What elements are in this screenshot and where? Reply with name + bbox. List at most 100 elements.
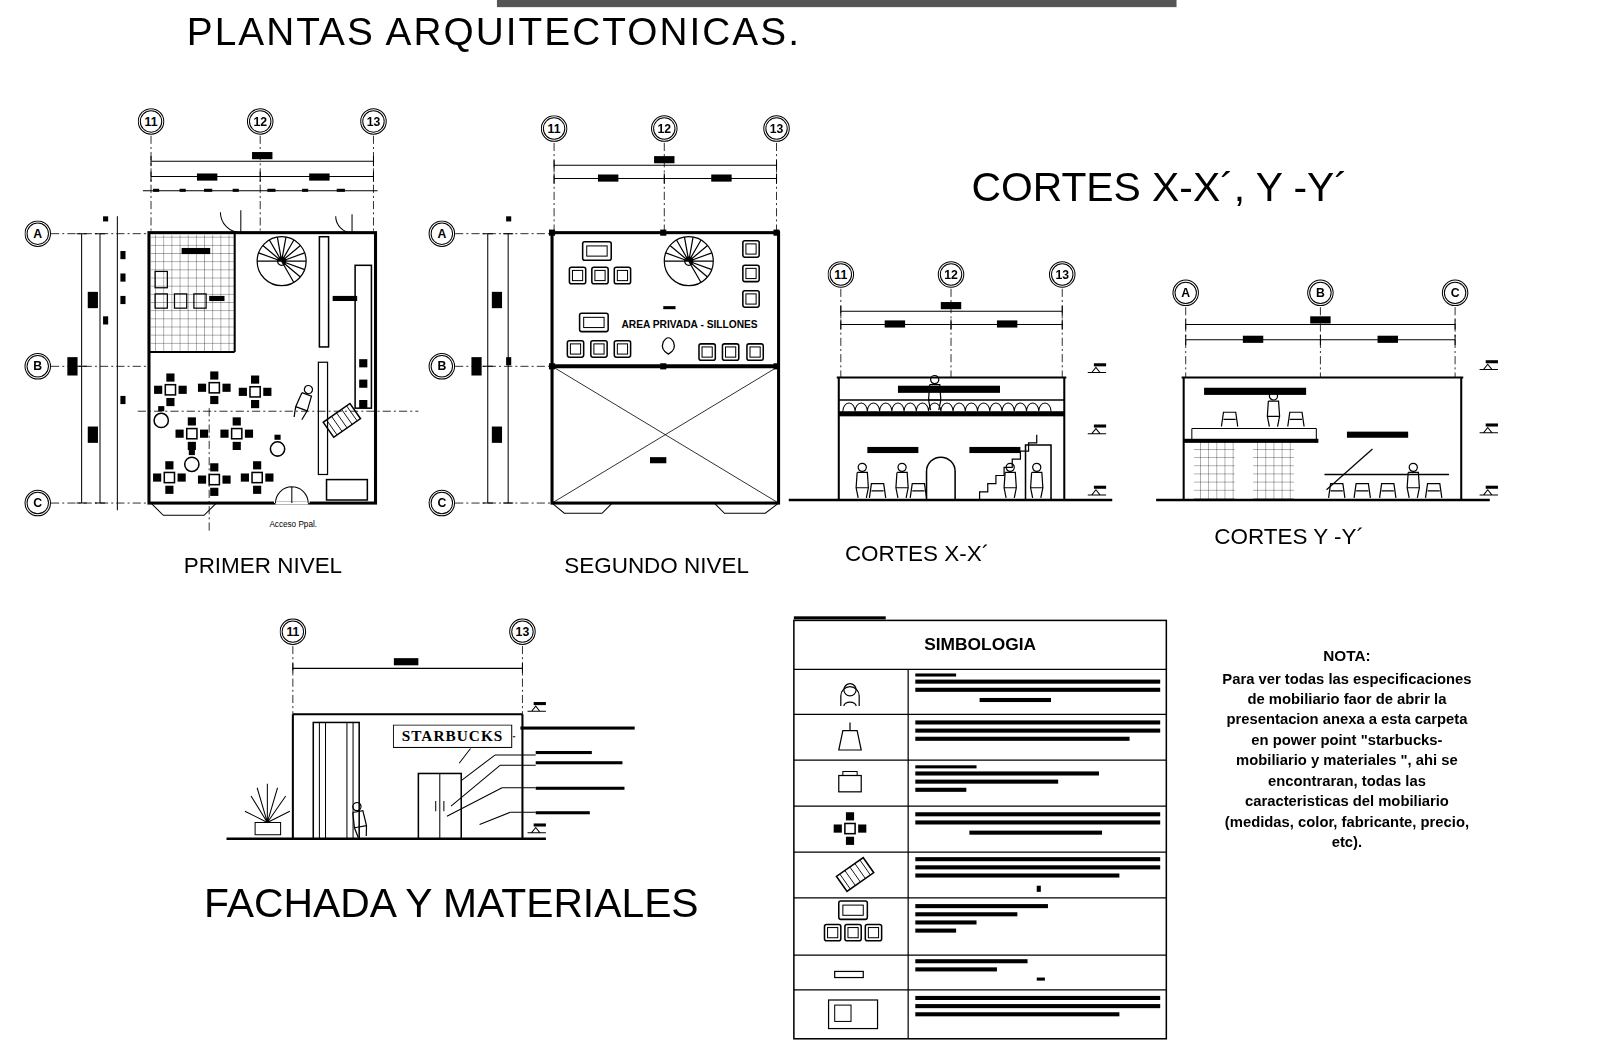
drawing-rect [969, 447, 1020, 453]
drawing-use [722, 344, 738, 360]
drawing-path [1186, 307, 1455, 377]
drawing-path [839, 399, 1065, 401]
drawing-rect [194, 294, 206, 308]
grid-bubble: 13 [509, 618, 536, 645]
drawing-use [1407, 463, 1419, 498]
table-title: SIMBOLOGIA [924, 635, 1036, 655]
drawing-rect [654, 156, 674, 163]
drawing-rect [67, 357, 77, 375]
drawing-use [292, 384, 315, 421]
drawing-use [839, 901, 868, 919]
drawing-use [154, 373, 187, 406]
drawing-path [841, 306, 1062, 329]
grid-label: B [437, 359, 446, 373]
drawing-g [789, 289, 1112, 500]
drawing-use [743, 291, 759, 307]
drawing-rect [319, 237, 328, 347]
drawing-use [1088, 424, 1106, 433]
drawing-rect [204, 189, 212, 192]
drawing-rect [153, 189, 159, 192]
drawing-rect [915, 904, 1048, 908]
drawing-rect [915, 680, 1160, 684]
drawing-use [198, 463, 231, 496]
drawing-rect [267, 189, 275, 192]
grid-bubble: 11 [541, 115, 568, 142]
drawing-rect [252, 152, 272, 159]
drawing-use [1354, 484, 1370, 498]
drawing-path [143, 156, 378, 191]
grid-bubble: 12 [247, 108, 274, 135]
drawing-rect [915, 959, 1027, 963]
drawing-path [1026, 445, 1052, 500]
drawing-rect [980, 698, 1051, 702]
drawing-use [614, 267, 630, 283]
drawing-rect [915, 765, 976, 768]
drawing-path [276, 487, 309, 503]
drawing-rect [1037, 978, 1045, 981]
drawing-g [51, 136, 418, 531]
drawing-path [327, 406, 358, 435]
drawing-rect [794, 620, 1166, 1038]
section-caption: CORTES X-X´ [845, 541, 989, 567]
grid-bubble: B [1307, 280, 1334, 307]
drawing-rect [915, 929, 956, 933]
drawing-rect [867, 447, 918, 453]
drawing-use [1267, 392, 1279, 427]
drawing-rect [155, 271, 167, 287]
drawing-g [471, 156, 779, 463]
plan-caption: SEGUNDO NIVEL [564, 553, 749, 579]
drawing-use [350, 802, 368, 838]
grid-label: 11 [834, 267, 847, 281]
drawing-use [592, 267, 608, 283]
drawing-rect [359, 359, 367, 367]
drawing-g [662, 338, 674, 354]
grid-bubble: 13 [360, 108, 387, 135]
grid-bubble: A [1172, 280, 1199, 307]
grid-label: A [1181, 286, 1190, 300]
drawing-path [483, 234, 514, 503]
drawing-g [323, 404, 360, 438]
drawing-rect [660, 230, 666, 236]
drawing-use [664, 237, 713, 286]
section-caption: CORTES Y -Y´ [1214, 523, 1364, 549]
drawing-rect [233, 189, 239, 192]
drawing-rect [120, 296, 125, 304]
drawing-rect [1243, 336, 1263, 343]
grid-label: 11 [548, 121, 561, 135]
drawing-g [394, 658, 635, 814]
drawing-rect [323, 404, 360, 438]
drawing-rect [155, 294, 167, 308]
drawing-g [1204, 316, 1408, 437]
drawing-rect [355, 265, 371, 408]
grid-label: C [1451, 286, 1460, 300]
drawing-path [276, 487, 309, 503]
drawing-rect [898, 386, 1000, 393]
drawing-path [662, 338, 674, 354]
drawing-use [865, 924, 881, 940]
drawing-use [1088, 486, 1106, 495]
drawing-path [839, 722, 861, 750]
drawing-path [293, 714, 523, 838]
drawing-path [455, 143, 776, 503]
drawing-rect [536, 751, 592, 754]
drawing-rect [88, 292, 98, 308]
drawing-path [837, 378, 1067, 500]
drawing-rect [180, 189, 186, 192]
note-heading: NOTA: [1219, 647, 1474, 665]
drawing-rect [120, 251, 125, 259]
drawing-rect [915, 1004, 1160, 1008]
grid-label: B [1316, 286, 1325, 300]
drawing-rect [209, 296, 224, 301]
drawing-rect [997, 320, 1017, 327]
drawing-rect [151, 235, 235, 352]
drawing-rect [149, 233, 376, 503]
drawing-rect [650, 457, 666, 463]
grid-bubble: C [1442, 280, 1469, 307]
drawing-use [591, 341, 607, 357]
drawing-rect [302, 189, 308, 192]
drawing-path [480, 737, 536, 813]
drawing-rect [520, 727, 634, 730]
drawing-rect [394, 658, 418, 665]
drawing-use [747, 344, 763, 360]
drawing-rect [773, 230, 779, 236]
